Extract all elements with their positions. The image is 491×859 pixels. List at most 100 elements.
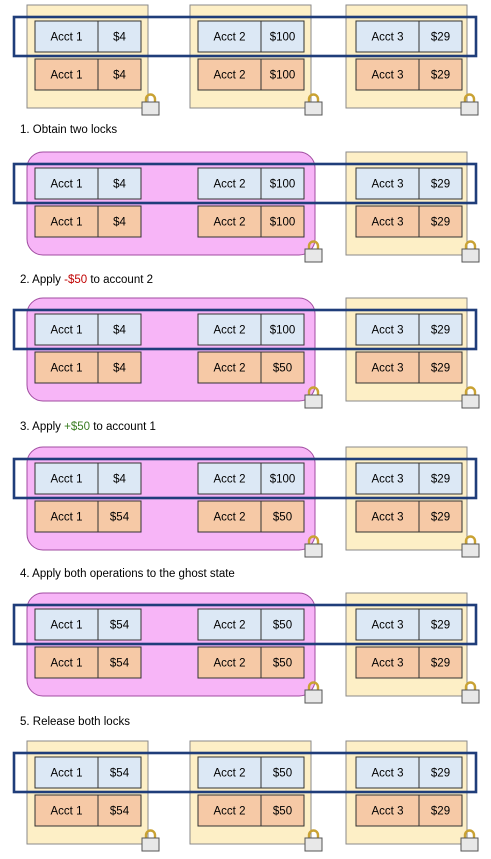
- padlock-shackle: [307, 93, 320, 102]
- step-caption-4: 4. Apply both operations to the ghost st…: [20, 568, 235, 580]
- ghost-balance-cell-text: $29: [431, 620, 450, 632]
- ghost-name-cell-text: Acct 1: [51, 768, 83, 780]
- ghost-balance-cell-text: $54: [110, 620, 130, 632]
- real-balance-cell-text: $50: [273, 512, 292, 524]
- padlock-body: [461, 543, 480, 558]
- padlock-body: [304, 837, 323, 852]
- ghost-state-outline: [12, 308, 478, 351]
- real-balance-cell-text: $29: [431, 363, 450, 375]
- real-name-cell-text: Acct 1: [51, 217, 83, 229]
- ghost-name-cell-box: [197, 756, 262, 789]
- real-balance-cell-text: $29: [431, 806, 450, 818]
- padlock-icon: [304, 829, 323, 852]
- real-name-cell-box: [197, 205, 262, 238]
- padlock-icon: [141, 829, 160, 852]
- padlock-icon: [460, 93, 479, 116]
- real-name-cell-text: Acct 3: [372, 70, 404, 82]
- ghost-balance-cell-text: $29: [431, 474, 450, 486]
- ghost-balance-cell-box: [97, 313, 142, 346]
- real-name-cell-text: Acct 2: [214, 806, 246, 818]
- padlock-icon: [304, 535, 323, 558]
- real-name-cell-text: Acct 2: [214, 512, 246, 524]
- ghost-balance-cell-box: [418, 462, 463, 495]
- padlock-icon: [141, 93, 160, 116]
- padlock-shackle: [307, 535, 320, 544]
- padlock-shackle: [464, 535, 477, 544]
- ghost-name-cell-box: [197, 313, 262, 346]
- ghost-name-cell-text: Acct 1: [51, 32, 83, 44]
- padlock-body: [304, 248, 323, 263]
- padlock-icon: [461, 240, 480, 263]
- real-name-cell-box: [197, 351, 262, 384]
- real-balance-cell-text: $54: [110, 806, 130, 818]
- real-balance-cell-text: $50: [273, 806, 292, 818]
- ghost-balance-cell-box: [418, 756, 463, 789]
- real-balance-cell-text: $50: [273, 363, 292, 375]
- ghost-name-cell-text: Acct 3: [372, 325, 404, 337]
- ghost-name-cell-text: Acct 2: [214, 768, 246, 780]
- real-name-cell-text: Acct 3: [372, 217, 404, 229]
- real-name-cell-text: Acct 1: [51, 363, 83, 375]
- padlock-body: [304, 689, 323, 704]
- real-balance-cell-box: [418, 205, 463, 238]
- padlock-icon: [461, 681, 480, 704]
- padlock-body: [141, 101, 160, 116]
- caption-prefix: 2. Apply: [20, 274, 65, 286]
- ghost-name-cell-box: [34, 756, 99, 789]
- real-balance-cell-box: [260, 646, 305, 679]
- padlock-shackle: [144, 829, 157, 838]
- padlock-body: [304, 543, 323, 558]
- real-name-cell-box: [197, 646, 262, 679]
- ghost-balance-cell-text: $29: [431, 768, 450, 780]
- ghost-balance-cell-text: $29: [431, 325, 450, 337]
- ghost-name-cell-box: [355, 756, 420, 789]
- real-name-cell-box: [355, 500, 420, 533]
- ghost-name-cell-box: [34, 167, 99, 200]
- ghost-name-cell-text: Acct 2: [214, 474, 246, 486]
- ghost-name-cell-text: Acct 1: [51, 620, 83, 632]
- padlock-body: [460, 837, 479, 852]
- ghost-name-cell-text: Acct 2: [214, 620, 246, 632]
- padlock-shackle: [307, 240, 320, 249]
- real-balance-cell-text: $29: [431, 217, 450, 229]
- ghost-balance-cell-box: [260, 608, 305, 641]
- real-balance-cell-text: $29: [431, 70, 450, 82]
- real-balance-cell-box: [418, 646, 463, 679]
- ghost-balance-cell-text: $100: [270, 474, 296, 486]
- padlock-body: [461, 689, 480, 704]
- ghost-name-cell-box: [355, 608, 420, 641]
- ghost-balance-cell-text: $50: [273, 620, 292, 632]
- ghost-balance-cell-text: $29: [431, 179, 450, 191]
- real-balance-cell-text: $29: [431, 658, 450, 670]
- padlock-icon: [304, 240, 323, 263]
- ghost-balance-cell-box: [418, 167, 463, 200]
- real-name-cell-text: Acct 2: [214, 363, 246, 375]
- real-balance-cell-text: $29: [431, 512, 450, 524]
- real-balance-cell-box: [260, 500, 305, 533]
- real-name-cell-text: Acct 1: [51, 512, 83, 524]
- ghost-state-outline: [12, 751, 478, 794]
- padlock-icon: [304, 386, 323, 409]
- real-balance-cell-box: [418, 351, 463, 384]
- ghost-name-cell-box: [355, 20, 420, 53]
- ghost-name-cell-box: [197, 167, 262, 200]
- real-balance-cell-text: $100: [270, 217, 296, 229]
- ghost-name-cell-box: [34, 608, 99, 641]
- ghost-balance-cell-text: $4: [113, 179, 126, 191]
- padlock-body: [304, 394, 323, 409]
